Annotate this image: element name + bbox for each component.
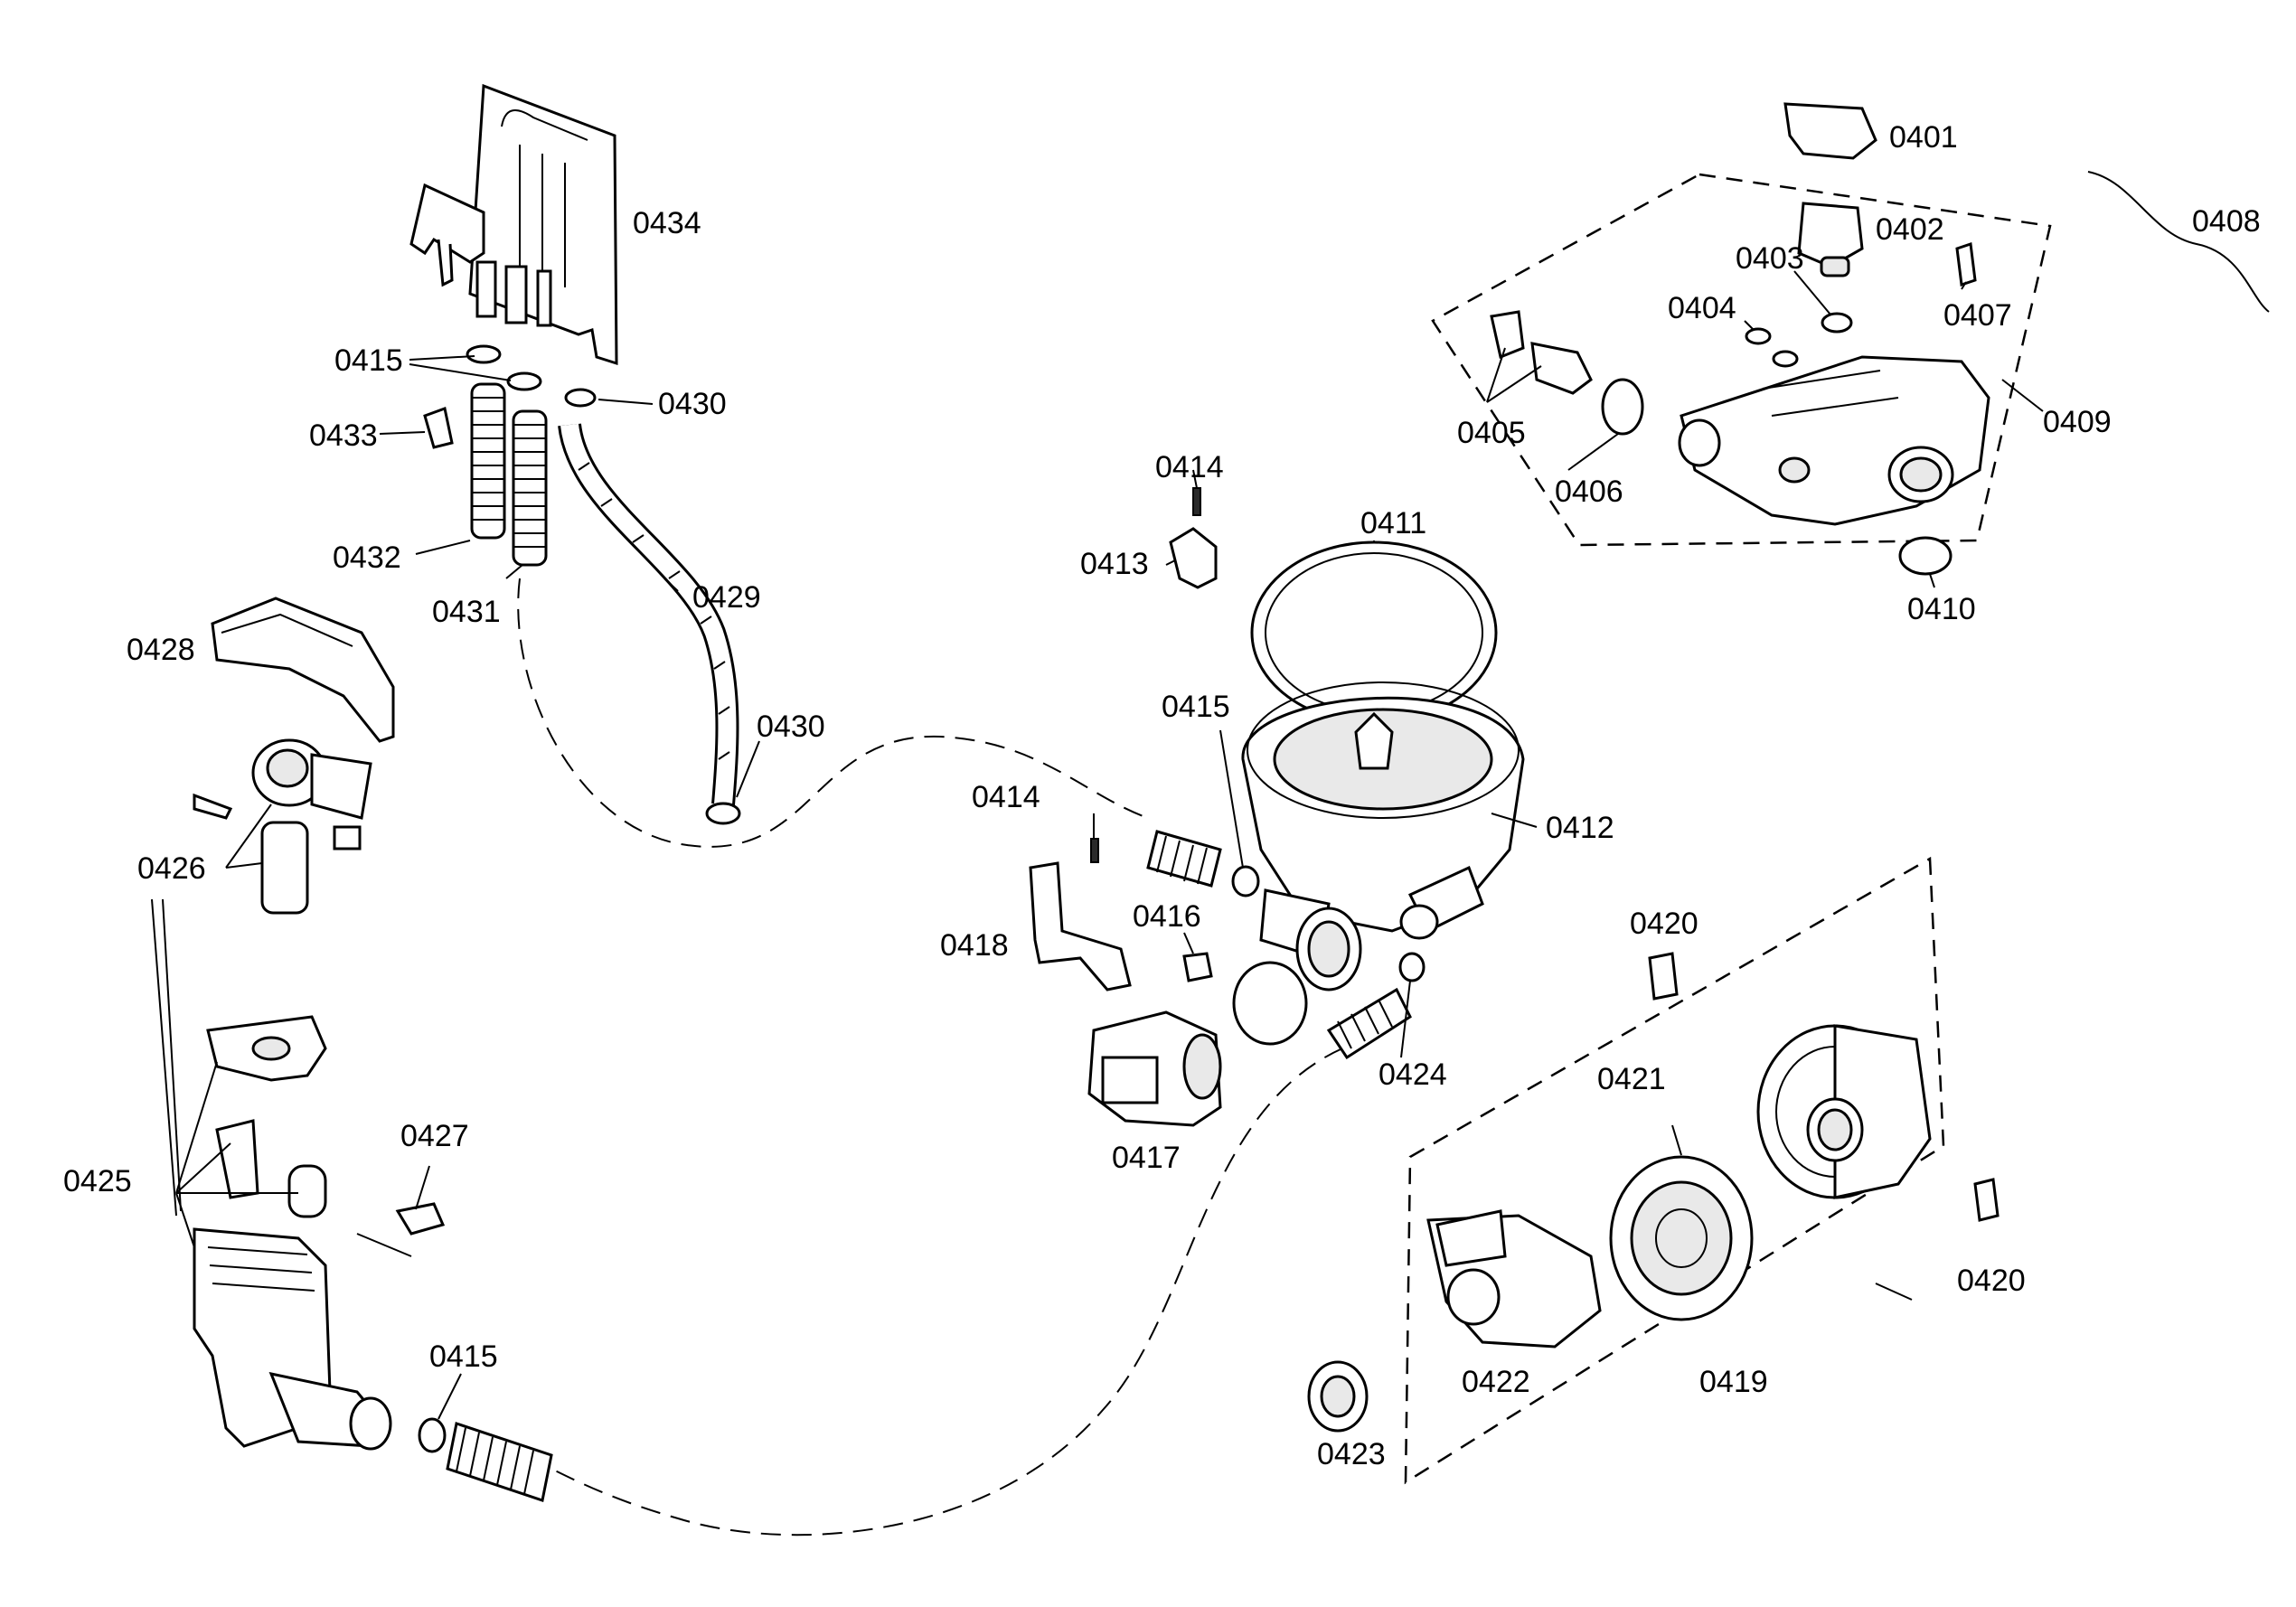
label-0415-bottom: 0415 [429, 1339, 498, 1374]
part-0426-sensor [193, 738, 372, 915]
screw-0414-mid [1090, 838, 1099, 863]
clamp-0410 [1898, 536, 1953, 576]
bracket-0413 [1169, 527, 1218, 589]
part-0402-valve [1797, 202, 1864, 277]
ring-0404-b [1772, 350, 1799, 368]
label-0429: 0429 [692, 580, 761, 615]
part-0427-switch [356, 1202, 446, 1257]
label-0410: 0410 [1907, 592, 1976, 626]
hose-path-0431-0424 [517, 578, 1149, 848]
part-0425-sump [193, 1015, 392, 1451]
cover-0428 [211, 597, 395, 743]
part-0405 [1490, 310, 1593, 395]
sleeve-0432 [470, 382, 506, 540]
clip-0420-top [1648, 952, 1679, 1001]
label-0420-right: 0420 [1957, 1264, 2026, 1298]
label-0426: 0426 [137, 851, 206, 886]
assembly-outline-0419 [1404, 856, 1945, 1485]
label-0402: 0402 [1876, 212, 1944, 247]
label-0409: 0409 [2043, 405, 2112, 439]
ring-0415-c [418, 1417, 447, 1453]
label-0403: 0403 [1736, 241, 1804, 276]
ring-0415-a [466, 344, 502, 364]
sump-body-0412 [1241, 681, 1525, 991]
sleeve-0415-bottom [446, 1422, 553, 1502]
label-0424: 0424 [1379, 1057, 1447, 1092]
label-0408: 0408 [2192, 204, 2261, 239]
sleeve-0415-center [1146, 830, 1222, 888]
label-0406: 0406 [1555, 475, 1623, 509]
clamp-0430-top [564, 388, 597, 408]
label-0417: 0417 [1112, 1141, 1181, 1175]
clip-0420-right [1973, 1178, 2000, 1222]
label-0432: 0432 [333, 540, 401, 575]
clamp-0430-bottom [705, 802, 741, 825]
pump-0417 [1087, 1010, 1222, 1127]
label-0419: 0419 [1699, 1365, 1768, 1399]
label-0412: 0412 [1546, 811, 1614, 845]
label-0434: 0434 [633, 206, 701, 240]
ring-0415-d [1231, 865, 1260, 897]
hose-path-0424-0415 [541, 1048, 1343, 1537]
label-0423: 0423 [1317, 1437, 1386, 1471]
label-0414-top: 0414 [1155, 450, 1224, 484]
label-0415-top: 0415 [334, 343, 403, 378]
hose-0429 [558, 422, 739, 806]
part-0422-pump-housing [1426, 1209, 1602, 1349]
clip-0433 [423, 406, 454, 449]
label-0415-center: 0415 [1162, 690, 1230, 724]
label-0413: 0413 [1080, 547, 1149, 581]
label-0431: 0431 [432, 595, 501, 629]
ring-0406 [1601, 378, 1644, 436]
part-0421-impeller [1609, 1155, 1754, 1321]
assembly-outline-0409 [1431, 173, 2052, 547]
part-0434-water-inlet [409, 83, 618, 366]
ring-0415-b [506, 371, 542, 391]
leader-lines [151, 270, 2044, 1420]
sleeve-0431 [512, 409, 548, 567]
seal-0411 [1250, 540, 1498, 725]
label-0420-top: 0420 [1630, 907, 1698, 941]
label-0433: 0433 [309, 418, 378, 453]
label-0407: 0407 [1943, 298, 2012, 333]
ring-0403 [1821, 312, 1853, 334]
part-0423-ring [1307, 1360, 1369, 1433]
label-0428: 0428 [127, 633, 195, 667]
label-0404: 0404 [1668, 291, 1736, 325]
part-0419-motor [1756, 1024, 1932, 1199]
label-0418: 0418 [940, 928, 1009, 963]
sleeve-0424 [1326, 952, 1426, 1060]
clip-0416 [1182, 952, 1213, 982]
part-0407 [1955, 241, 1977, 287]
label-0430-bottom: 0430 [757, 710, 825, 744]
ring-center-large [1232, 961, 1308, 1046]
label-0421: 0421 [1597, 1062, 1666, 1096]
label-0414-mid: 0414 [972, 780, 1040, 814]
part-labels: 0401 0402 0403 0404 0405 0406 0407 0408 … [63, 120, 2261, 1471]
label-0411: 0411 [1360, 506, 1426, 540]
wire-0408 [2087, 171, 2270, 313]
part-0409-housing [1678, 355, 1990, 526]
screw-0414-top [1192, 487, 1201, 516]
label-0430-top: 0430 [658, 387, 727, 421]
label-0425: 0425 [63, 1164, 132, 1198]
ring-0404-a [1745, 327, 1772, 345]
label-0427: 0427 [400, 1119, 469, 1153]
bracket-0418 [1029, 861, 1132, 991]
label-0422: 0422 [1462, 1365, 1530, 1399]
label-0405: 0405 [1457, 416, 1526, 450]
part-0401-cover [1783, 102, 1877, 160]
label-0416: 0416 [1133, 899, 1201, 934]
label-0401: 0401 [1889, 120, 1958, 155]
